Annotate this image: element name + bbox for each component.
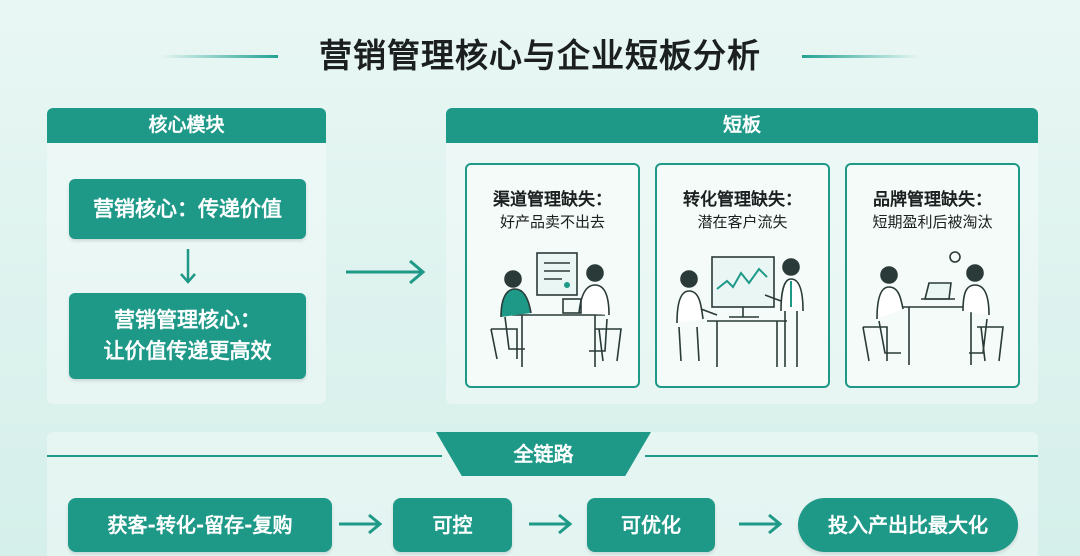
down-arrow-icon xyxy=(180,249,196,284)
full-chain-panel: 全链路 获客-转化-留存-复购 可控 可优化 投入产出比最大化 xyxy=(47,432,1038,556)
chain-decor-line-left xyxy=(47,455,442,457)
title-decor-line-right xyxy=(802,55,920,58)
shortcomings-header: 短板 xyxy=(446,108,1038,143)
card-title: 品牌管理缺失： xyxy=(873,190,992,210)
brand-management-card: 品牌管理缺失： 短期盈利后被淘汰 xyxy=(845,163,1020,388)
full-chain-tab xyxy=(436,432,651,476)
card-title: 渠道管理缺失： xyxy=(493,190,612,210)
card-subtitle: 潜在客户流失 xyxy=(697,213,788,231)
marketing-management-core-box: 营销管理核心： 让价值传递更高效 xyxy=(69,293,306,379)
right-arrow-icon xyxy=(739,513,783,535)
presentation-chart-icon xyxy=(676,256,804,367)
chain-step-acquisition: 获客-转化-留存-复购 xyxy=(68,498,332,552)
laptop-discussion-icon xyxy=(862,251,1004,365)
shortcomings-panel: 短板 渠道管理缺失： 好产品卖不出去 转化管理缺失： 潜在客户流失 xyxy=(446,108,1038,404)
marketing-management-core-line1: 营销管理核心： xyxy=(114,308,261,332)
meeting-document-icon xyxy=(490,252,622,367)
chain-step-optimizable: 可优化 xyxy=(587,498,715,552)
right-arrow-icon xyxy=(346,259,426,285)
conversion-management-card: 转化管理缺失： 潜在客户流失 xyxy=(655,163,830,388)
title-row: 营销管理核心与企业短板分析 xyxy=(0,28,1080,84)
marketing-management-core-line2: 让价值传递更高效 xyxy=(103,339,272,363)
channel-management-card: 渠道管理缺失： 好产品卖不出去 xyxy=(465,163,640,388)
core-module-header: 核心模块 xyxy=(47,108,326,143)
chain-step-controllable: 可控 xyxy=(393,498,512,552)
card-subtitle: 好产品卖不出去 xyxy=(499,213,605,231)
title-decor-line-left xyxy=(160,55,278,58)
right-arrow-icon xyxy=(529,513,573,535)
chain-step-roi-max: 投入产出比最大化 xyxy=(798,498,1018,552)
card-title: 转化管理缺失： xyxy=(683,190,802,210)
marketing-core-box: 营销核心：传递价值 xyxy=(69,179,306,239)
page-title: 营销管理核心与企业短板分析 xyxy=(319,36,761,75)
full-chain-header: 全链路 xyxy=(513,442,574,466)
chain-decor-line-right xyxy=(645,455,1038,457)
right-arrow-icon xyxy=(339,513,383,535)
card-subtitle: 短期盈利后被淘汰 xyxy=(872,213,993,231)
core-module-panel: 核心模块 营销核心：传递价值 营销管理核心： 让价值传递更高效 xyxy=(47,108,326,404)
